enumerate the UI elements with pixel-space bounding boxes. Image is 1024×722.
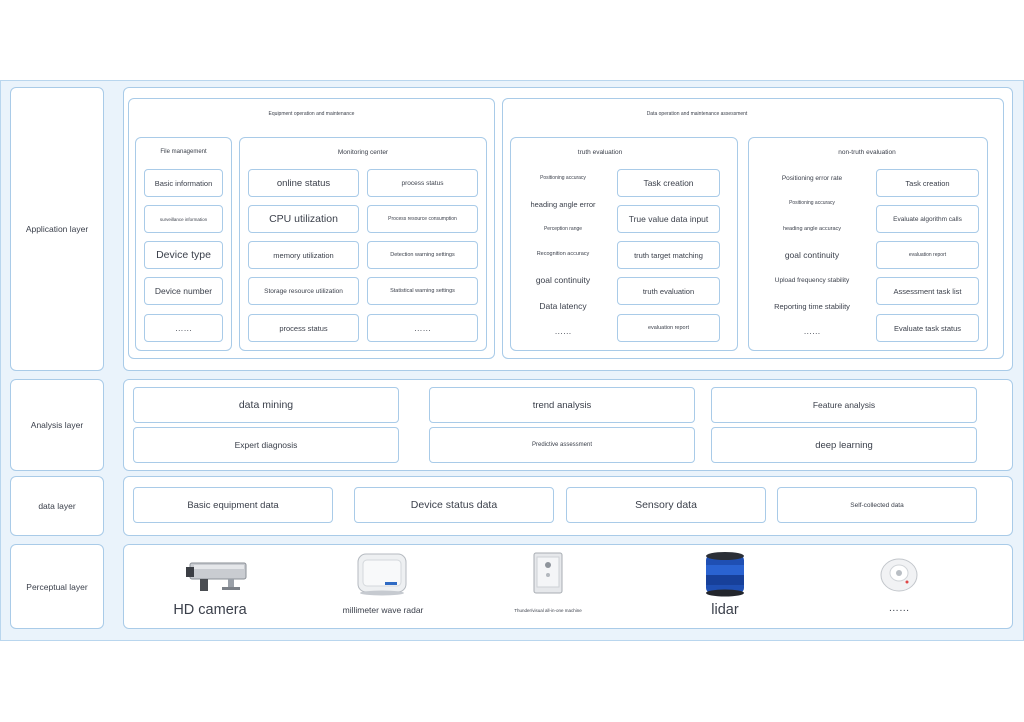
truth-metric: goal continuity bbox=[535, 275, 591, 285]
analysis-data-mining[interactable]: data mining bbox=[133, 387, 399, 423]
non-truth-action[interactable]: Task creation bbox=[876, 169, 979, 197]
truth-evaluation-title: truth evaluation bbox=[577, 148, 623, 156]
all-in-one-machine-label: Thunder/visual all-in-one machine bbox=[514, 607, 582, 613]
file-management-item[interactable]: surveillance information bbox=[144, 205, 223, 233]
truth-metric: Positioning accuracy bbox=[540, 175, 586, 181]
data-assessment-title: Data operation and maintenance assessmen… bbox=[646, 111, 748, 117]
data-self-collected[interactable]: Self-collected data bbox=[777, 487, 977, 523]
data-device-status[interactable]: Device status data bbox=[354, 487, 554, 523]
millimeter-radar-icon bbox=[355, 552, 409, 596]
lidar-label: lidar bbox=[711, 602, 739, 618]
truth-metric: Perception range bbox=[543, 226, 583, 232]
all-in-one-machine-icon bbox=[531, 551, 565, 595]
analysis-deep-learning[interactable]: deep learning bbox=[711, 427, 977, 463]
non-truth-action[interactable]: Assessment task list bbox=[876, 277, 979, 305]
non-truth-metric: Positioning accuracy bbox=[789, 200, 835, 206]
lidar-icon bbox=[704, 551, 746, 597]
file-management-item[interactable]: Basic information bbox=[144, 169, 223, 197]
non-truth-metric: goal continuity bbox=[784, 250, 840, 260]
truth-action[interactable]: evaluation report bbox=[617, 314, 720, 342]
monitoring-center-title: Monitoring center bbox=[337, 148, 389, 156]
analysis-layer-label: Analysis layer bbox=[10, 379, 104, 471]
monitoring-item[interactable]: memory utilization bbox=[248, 241, 359, 269]
analysis-expert-diagnosis[interactable]: Expert diagnosis bbox=[133, 427, 399, 463]
file-management-title: File management bbox=[160, 149, 207, 155]
file-management-item[interactable]: Device number bbox=[144, 277, 223, 305]
non-truth-metric: …… bbox=[803, 326, 821, 336]
truth-metric: …… bbox=[554, 326, 572, 336]
truth-action[interactable]: Task creation bbox=[617, 169, 720, 197]
non-truth-evaluation-title: non-truth evaluation bbox=[838, 148, 896, 156]
monitoring-item[interactable]: process status bbox=[367, 169, 478, 197]
data-basic-equipment[interactable]: Basic equipment data bbox=[133, 487, 333, 523]
non-truth-metric: Reporting time stability bbox=[774, 301, 850, 311]
monitoring-item[interactable]: Statistical warning settings bbox=[367, 277, 478, 305]
equipment-operation-title: Equipment operation and maintenance bbox=[268, 111, 355, 117]
non-truth-metric: Positioning error rate bbox=[781, 174, 843, 182]
millimeter-radar-label: millimeter wave radar bbox=[342, 605, 424, 615]
non-truth-metric: heading angle accuracy bbox=[782, 226, 842, 232]
truth-action[interactable]: truth target matching bbox=[617, 241, 720, 269]
truth-metric: Recognition accuracy bbox=[536, 251, 590, 257]
more-sensors-label: …… bbox=[888, 602, 910, 614]
file-management-item[interactable]: Device type bbox=[144, 241, 223, 269]
file-management-item[interactable]: …… bbox=[144, 314, 223, 342]
non-truth-metric: Upload frequency stability bbox=[774, 276, 850, 284]
monitoring-item[interactable]: Storage resource utilization bbox=[248, 277, 359, 305]
monitoring-item[interactable]: process status bbox=[248, 314, 359, 342]
perceptual-layer-label: Perceptual layer bbox=[10, 544, 104, 629]
monitoring-item[interactable]: Process resource consumption bbox=[367, 205, 478, 233]
non-truth-action[interactable]: evaluation report bbox=[876, 241, 979, 269]
hd-camera-icon bbox=[184, 557, 250, 595]
perceptual-layer-panel bbox=[123, 544, 1013, 629]
data-layer-label: data layer bbox=[10, 476, 104, 536]
monitoring-item[interactable]: Detection warning settings bbox=[367, 241, 478, 269]
truth-action[interactable]: truth evaluation bbox=[617, 277, 720, 305]
truth-action[interactable]: True value data input bbox=[617, 205, 720, 233]
truth-metric: Data latency bbox=[539, 301, 587, 311]
analysis-trend-analysis[interactable]: trend analysis bbox=[429, 387, 695, 423]
data-sensory[interactable]: Sensory data bbox=[566, 487, 766, 523]
analysis-predictive-assessment[interactable]: Predictive assessment bbox=[429, 427, 695, 463]
monitoring-item[interactable]: …… bbox=[367, 314, 478, 342]
truth-metric: heading angle error bbox=[530, 199, 596, 209]
application-layer-label: Application layer bbox=[10, 87, 104, 371]
hd-camera-label: HD camera bbox=[173, 602, 247, 618]
monitoring-item[interactable]: online status bbox=[248, 169, 359, 197]
sensor-icon bbox=[878, 556, 920, 594]
monitoring-item[interactable]: CPU utilization bbox=[248, 205, 359, 233]
non-truth-action[interactable]: Evaluate algorithm calls bbox=[876, 205, 979, 233]
analysis-feature-analysis[interactable]: Feature analysis bbox=[711, 387, 977, 423]
non-truth-action[interactable]: Evaluate task status bbox=[876, 314, 979, 342]
